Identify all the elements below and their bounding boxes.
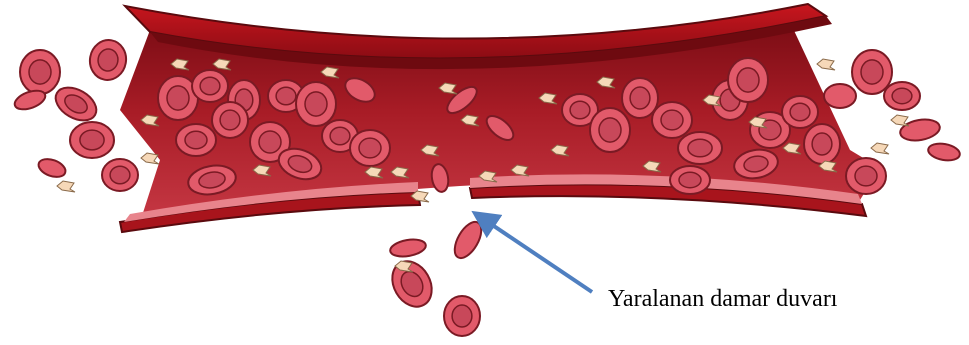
red-blood-cell [670,166,710,194]
red-blood-cell [444,296,480,336]
platelet [57,181,75,192]
red-blood-cell [20,50,60,94]
red-blood-cell [927,141,961,162]
platelet [141,153,159,164]
red-blood-cell [449,218,486,263]
red-blood-cell [70,122,114,158]
injured-wall-label: Yaralanan damar duvarı [608,286,837,313]
platelet [817,59,835,70]
red-blood-cell [176,124,216,156]
red-blood-cell [87,37,129,83]
red-blood-cell [102,159,138,191]
red-blood-cell [728,58,768,102]
red-blood-cell [804,124,840,164]
red-blood-cell [678,132,722,164]
red-blood-cell [36,156,68,181]
red-blood-cell [389,237,427,259]
red-blood-cell [622,78,658,118]
red-blood-cell [296,82,336,126]
platelet [891,115,909,126]
red-blood-cell [824,84,856,108]
red-blood-cell [884,82,920,110]
red-blood-cell [846,158,886,194]
red-blood-cell [212,102,248,138]
red-blood-cell [590,108,630,152]
red-blood-cell [12,87,48,113]
red-blood-cell [350,130,390,166]
platelet [871,143,889,154]
red-blood-cell [852,50,892,94]
red-blood-cell [192,70,228,102]
red-blood-cell [50,81,102,127]
red-blood-cell [652,102,692,138]
arrow-pointer [476,214,592,292]
red-blood-cell [782,96,818,128]
